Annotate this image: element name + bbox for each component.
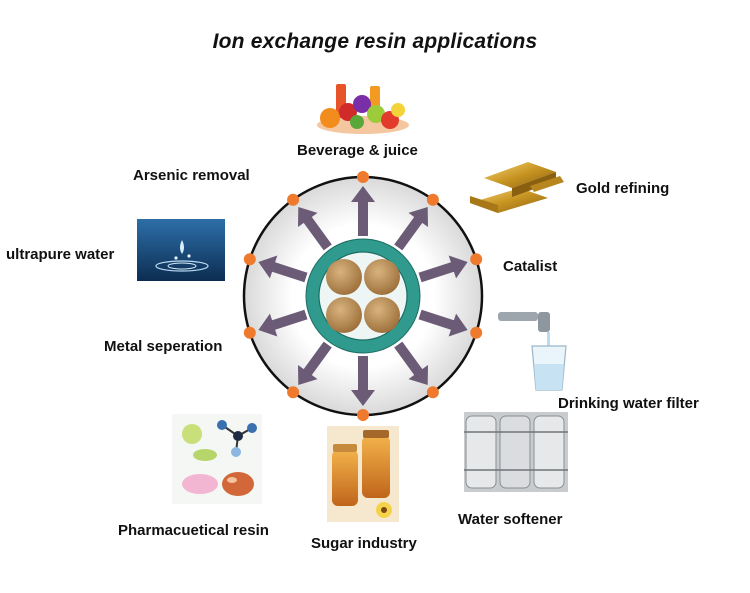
- resin-bead: [326, 259, 362, 295]
- industrial-tanks-image: [464, 412, 568, 492]
- water-drop-image: [137, 219, 225, 281]
- arrow-7: [258, 309, 308, 337]
- ring-node-3: [470, 326, 483, 339]
- arrow-3: [418, 309, 468, 337]
- honey-jars-image: [327, 426, 399, 522]
- arrow-4: [394, 341, 428, 385]
- resin-bead: [364, 297, 400, 333]
- diagram-title: Ion exchange resin applications: [212, 30, 538, 53]
- ring-node-4: [426, 386, 439, 399]
- ring-node-8: [243, 253, 256, 266]
- label-sugar-industry: Sugar industry: [311, 535, 417, 552]
- ring-node-1: [426, 193, 439, 206]
- arrow-5: [351, 356, 375, 406]
- resin-bead: [364, 259, 400, 295]
- arrow-8: [258, 255, 308, 283]
- pharmaceutical-molecules-image: [172, 414, 262, 504]
- tap-water-glass-image: [498, 312, 567, 391]
- label-water-softener: Water softener: [458, 511, 563, 528]
- label-gold-refining: Gold refining: [576, 180, 670, 197]
- gold-bars-image: [470, 162, 564, 213]
- label-ultrapure-water: ultrapure water: [6, 246, 115, 263]
- fruit-and-juice-image: [317, 84, 409, 134]
- label-drinking-water-filter: Drinking water filter: [558, 395, 699, 412]
- arrow-0: [351, 186, 375, 236]
- label-pharmaceutical-resin: Pharmacuetical resin: [118, 522, 269, 539]
- ring-node-7: [243, 326, 256, 339]
- arrow-2: [418, 255, 468, 283]
- ring-node-2: [470, 253, 483, 266]
- label-catalist: Catalist: [503, 258, 558, 275]
- arrow-1: [394, 207, 428, 251]
- label-metal-separation: Metal seperation: [104, 338, 223, 355]
- ring-node-0: [357, 171, 369, 183]
- arrows-group: [258, 186, 468, 406]
- ring-node-5: [357, 409, 369, 421]
- resin-bead: [326, 297, 362, 333]
- label-beverage-and-juice: Beverage & juice: [297, 142, 418, 159]
- arrow-6: [298, 341, 332, 385]
- ring-node-9: [287, 193, 300, 206]
- nodes-group: [243, 171, 483, 421]
- arrow-9: [298, 207, 332, 251]
- label-arsenic-removal: Arsenic removal: [133, 167, 250, 184]
- ring-node-6: [287, 386, 300, 399]
